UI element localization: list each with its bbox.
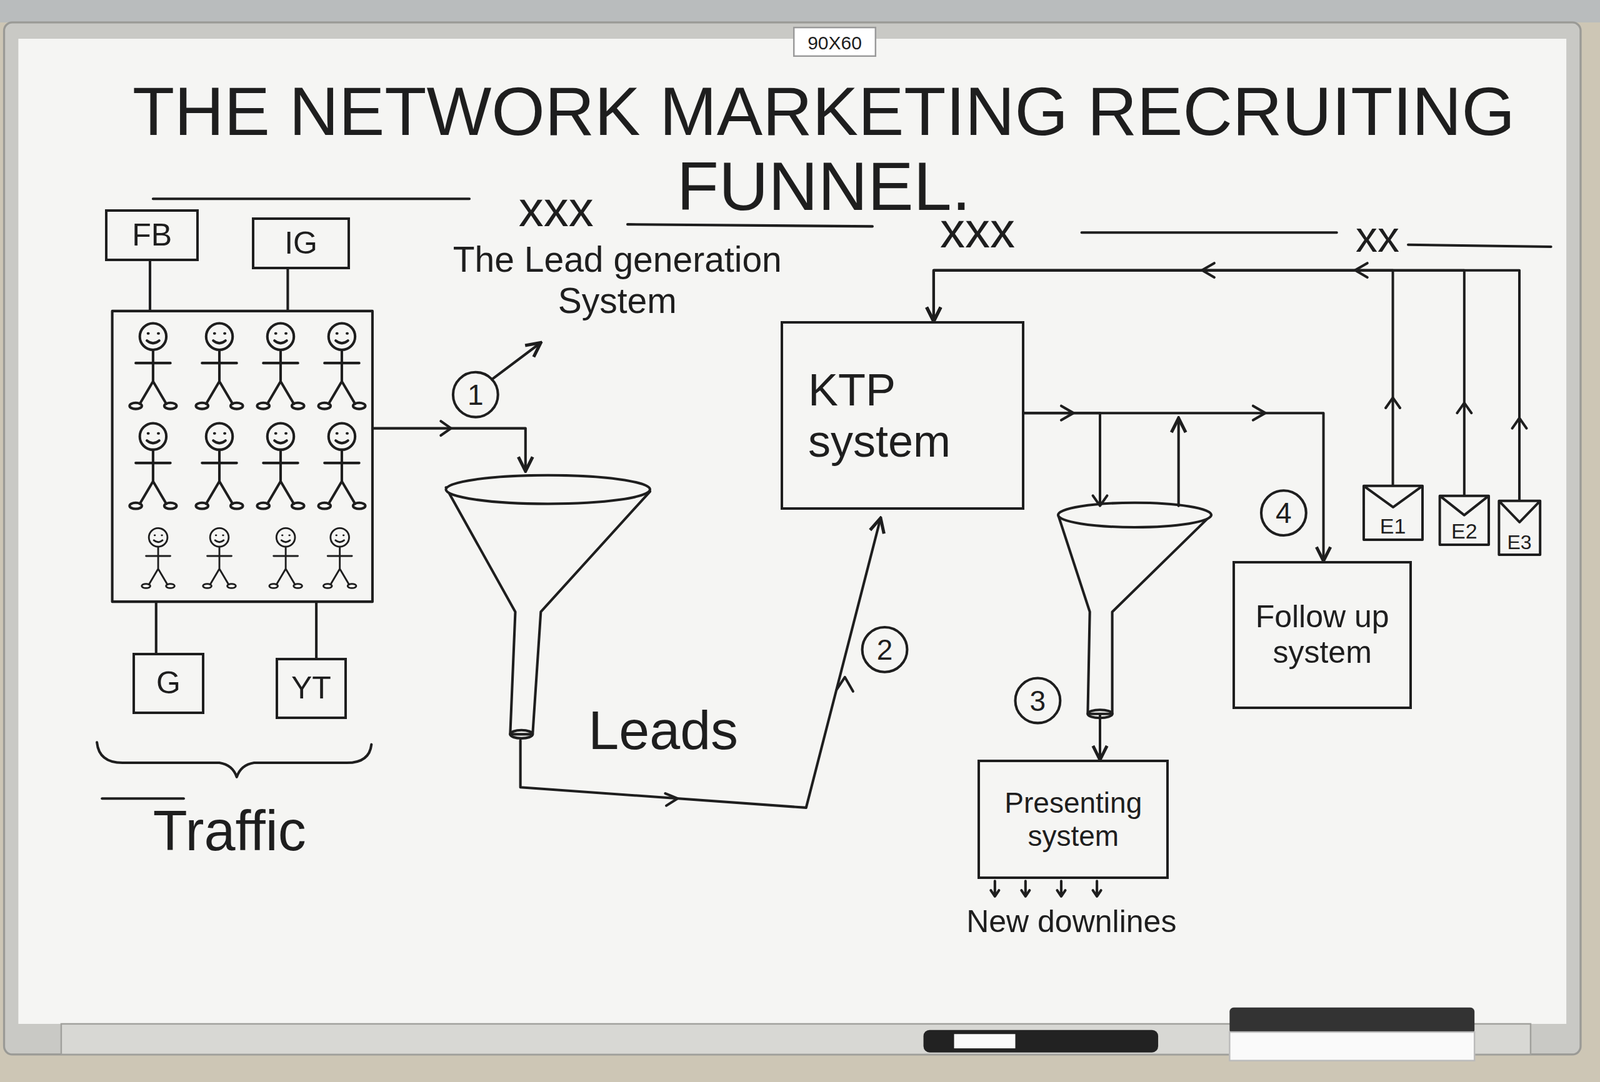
leads-arrow xyxy=(520,518,881,809)
arrow-chevron xyxy=(836,677,854,692)
stick-figure xyxy=(318,423,365,509)
stick-figure xyxy=(203,528,237,589)
lead-funnel-spout xyxy=(510,730,533,739)
source-box: FB xyxy=(105,209,199,262)
stick-figure xyxy=(129,323,177,409)
source-box: YT xyxy=(275,658,347,720)
stick-figure xyxy=(129,423,177,509)
downline-arrow xyxy=(995,881,1097,896)
arrow-chevron xyxy=(1385,398,1527,429)
source-wire xyxy=(150,260,317,659)
node-text: G xyxy=(156,665,181,702)
arrow-chevron xyxy=(1061,406,1074,421)
board-frame xyxy=(4,22,1581,1055)
callout-circle xyxy=(862,627,908,673)
not-joined-arrow xyxy=(1177,418,1180,506)
flow-connector xyxy=(933,270,1465,495)
traffic-brace xyxy=(96,742,372,778)
presenting-funnel-spout xyxy=(1087,710,1112,719)
scribble-mark: xxx xyxy=(940,201,1015,260)
callout-number: 3 xyxy=(1030,684,1047,718)
callout-number: 2 xyxy=(876,633,894,667)
stick-figure xyxy=(256,323,304,409)
stick-figure xyxy=(318,323,365,409)
stick-figure xyxy=(141,528,175,589)
presenting-funnel-rim xyxy=(1058,503,1212,528)
envelope-shape xyxy=(1498,501,1540,555)
marker xyxy=(923,1030,1159,1054)
flow-label: Leads xyxy=(588,698,739,762)
callout-circle xyxy=(1015,678,1060,724)
envelope-shape xyxy=(1440,495,1489,545)
source-box: G xyxy=(132,653,204,715)
group-label: Traffic xyxy=(153,799,307,865)
process-box: Presenting system xyxy=(977,760,1169,880)
envelope-shape xyxy=(1363,485,1423,540)
callout-number: 4 xyxy=(1275,496,1292,530)
node-text: Follow up system xyxy=(1242,599,1402,672)
downline-arrow-head xyxy=(990,890,1101,897)
node-text: IG xyxy=(284,225,318,262)
stick-figure xyxy=(269,528,303,589)
lead-funnel-rim xyxy=(445,475,650,505)
traffic-arrow xyxy=(372,428,526,472)
process-box: Follow up system xyxy=(1232,561,1412,710)
process-box: KTP system xyxy=(780,321,1025,510)
source-box: IG xyxy=(251,217,350,270)
callout-circle xyxy=(1261,490,1307,536)
eraser-base xyxy=(1229,1032,1475,1062)
node-text: FB xyxy=(131,217,172,254)
email-envelope: E3 xyxy=(1498,500,1542,557)
email-envelope: E1 xyxy=(1362,485,1424,542)
email-envelope: E2 xyxy=(1438,495,1490,547)
presenting-funnel xyxy=(1058,515,1212,714)
stick-figure xyxy=(256,423,304,509)
output-label: New downlines xyxy=(966,904,1177,941)
arrow-chevron xyxy=(665,793,678,807)
flow-connector xyxy=(933,270,1520,500)
arrow-chevron xyxy=(1253,406,1266,421)
title-text: THE NETWORK MARKETING RECRUITING FUNNEL. xyxy=(67,73,1580,224)
lead-funnel xyxy=(445,487,650,735)
node-text: KTP system xyxy=(808,364,1015,469)
node-text: E3 xyxy=(1506,532,1532,553)
section-label: The Lead generation System xyxy=(423,239,812,322)
stick-figure xyxy=(323,528,357,589)
leader-line xyxy=(491,342,541,380)
node-text: YT xyxy=(291,670,332,707)
stick-figure xyxy=(195,323,243,409)
stick-figure xyxy=(195,423,243,509)
drawing xyxy=(96,198,1552,897)
callout-number: 1 xyxy=(467,378,484,412)
marker-label xyxy=(954,1034,1016,1049)
arrow-chevron xyxy=(1201,263,1215,278)
node-text: E1 xyxy=(1380,515,1407,537)
arrow-chevron xyxy=(1093,495,1108,506)
node-text: Presenting system xyxy=(987,786,1159,854)
scribble-mark: xx xyxy=(1355,211,1400,263)
traffic-underline xyxy=(101,797,184,800)
arrow-chevron xyxy=(1355,263,1368,278)
eraser-top xyxy=(1229,1008,1475,1035)
traffic-crowd-box xyxy=(112,311,373,602)
scribble-mark: xxx xyxy=(518,180,594,239)
node-text: E2 xyxy=(1451,520,1478,542)
arrow-chevron xyxy=(440,421,451,436)
wall-top xyxy=(0,0,1600,23)
size-label: 90X60 xyxy=(807,31,862,54)
size-sticker xyxy=(793,27,876,57)
